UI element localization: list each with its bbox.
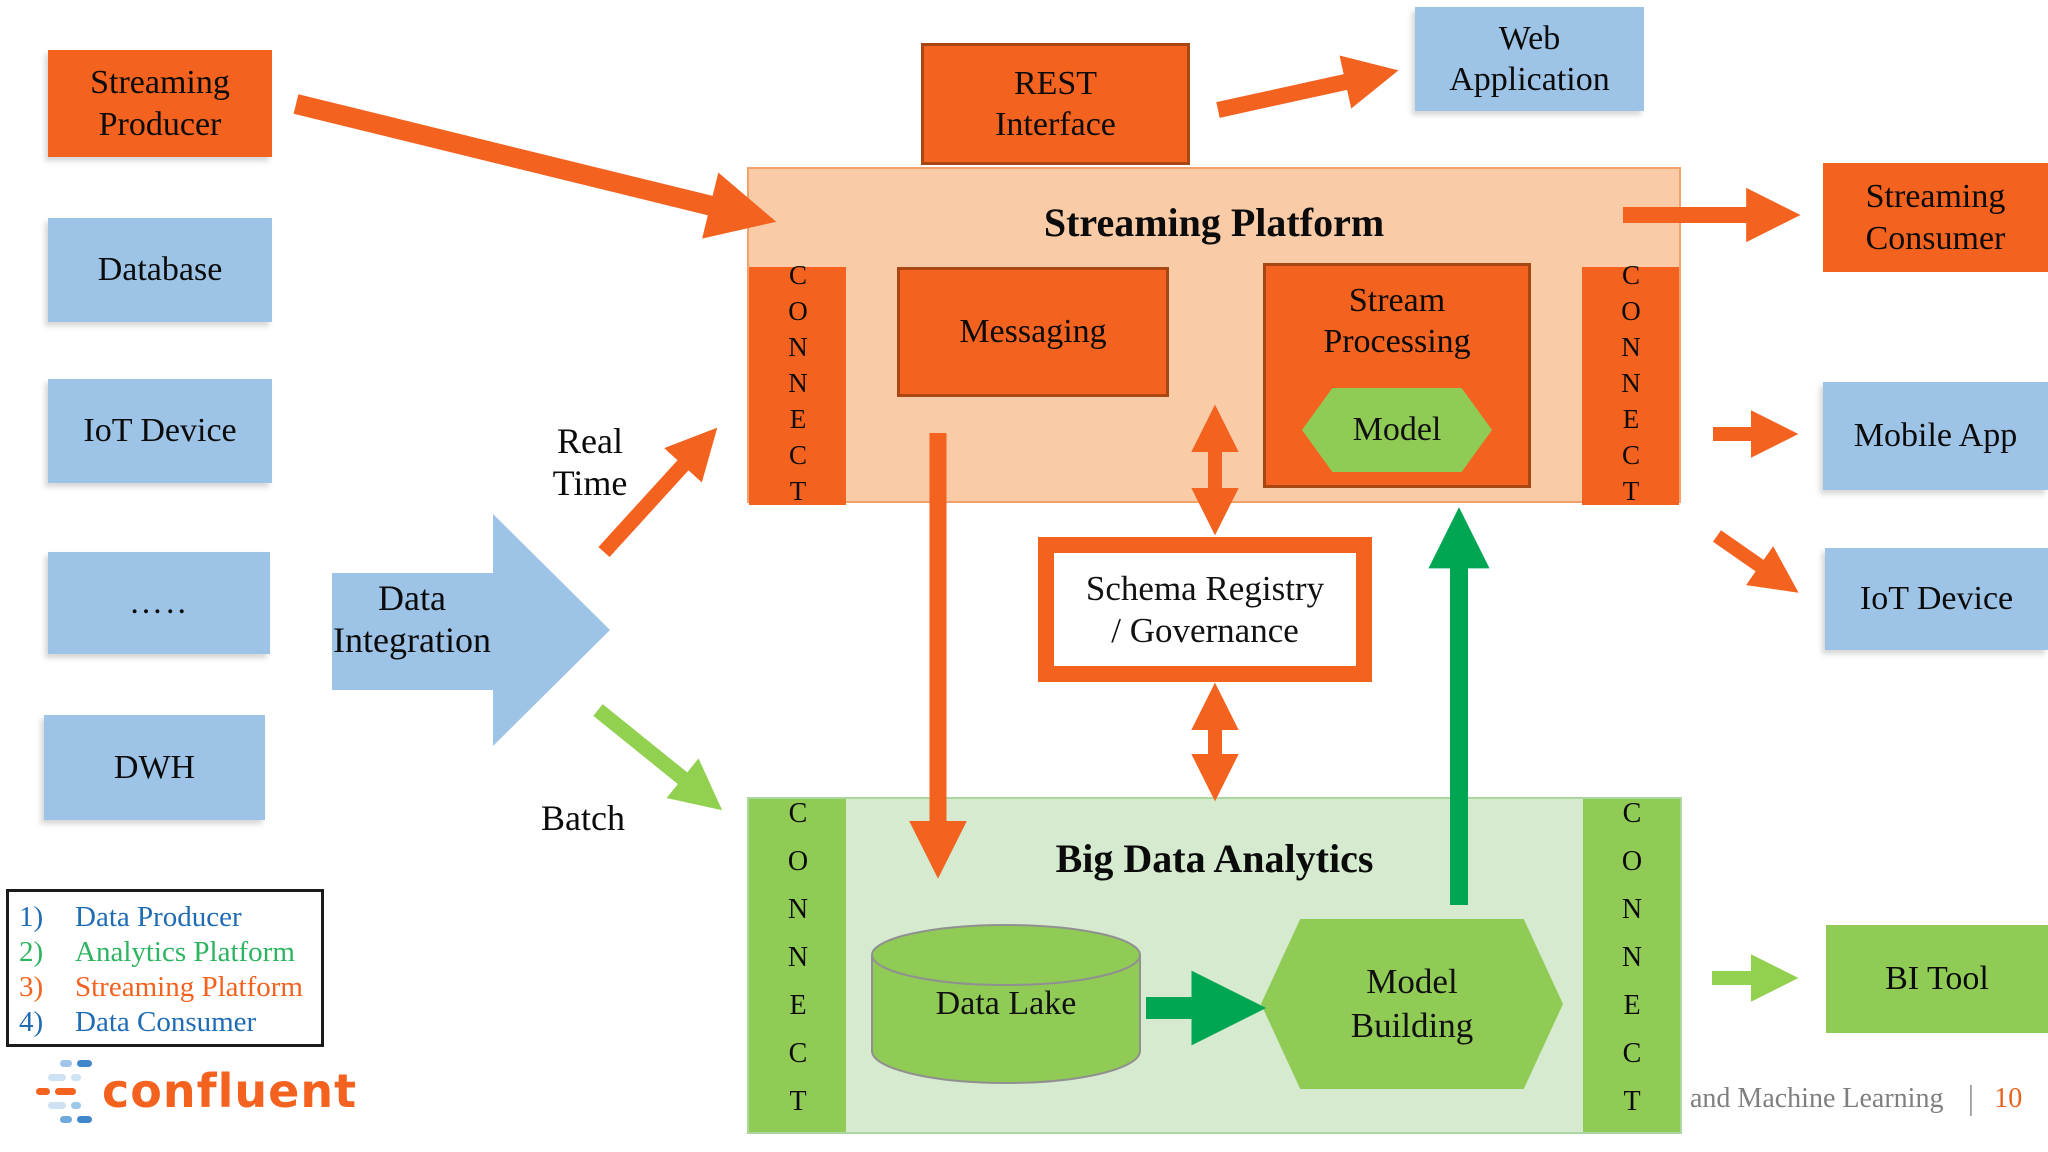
legend-label: Data Producer: [75, 901, 242, 933]
connect-bar-left: CONNECT: [749, 797, 846, 1134]
big-data-analytics-title: Big Data Analytics: [1055, 836, 1374, 881]
other-sources-box: …..: [48, 552, 270, 654]
stream-processing-box: Stream Processing: [1263, 263, 1531, 488]
web-application-box: Web Application: [1415, 7, 1644, 111]
streaming-platform-title: Streaming Platform: [1043, 200, 1385, 245]
data-integration-label: Data Integration: [333, 578, 491, 661]
data-lake-label: Data Lake: [935, 985, 1077, 1022]
model-hexagon: Model: [1302, 388, 1492, 472]
arrow-platform-to-iot-device: [1713, 530, 1799, 593]
footer-text: and Machine Learning: [1690, 1083, 1944, 1114]
schema-registry-line2: / Governance: [1111, 610, 1299, 650]
streaming-producer-label: Streaming Producer: [90, 64, 230, 143]
footer-page-number: 10: [1994, 1083, 2023, 1114]
iot-device-output-box: IoT Device: [1825, 548, 2048, 650]
legend-number: 4): [19, 1006, 44, 1038]
legend-row: 1) Data Producer: [19, 900, 321, 935]
connect-label: CONNECT: [782, 797, 814, 1134]
connect-bar-right: CONNECT: [1583, 797, 1680, 1134]
web-application-label: Web Application: [1449, 19, 1610, 98]
legend-label: Streaming Platform: [75, 971, 303, 1003]
schema-registry-line1: Schema Registry: [1085, 568, 1325, 608]
connect-bar-left: CONNECT: [749, 260, 846, 512]
model-label: Model: [1352, 411, 1442, 448]
data-integration-arrow: [332, 573, 493, 690]
database-label: Database: [97, 251, 223, 289]
confluent-logo-icon: [36, 1058, 96, 1124]
legend-row: 4) Data Consumer: [19, 1005, 321, 1040]
messaging-box: Messaging: [897, 267, 1169, 397]
schema-registry-box: Schema Registry / Governance: [1038, 537, 1372, 682]
other-sources-label: …..: [129, 584, 189, 622]
streaming-platform-zone: Streaming Platform CONNECT CONNECT Messa…: [747, 167, 1681, 512]
legend-row: 3) Streaming Platform: [19, 970, 321, 1005]
connect-label: CONNECT: [783, 260, 813, 512]
rest-interface-label: REST Interface: [995, 64, 1116, 143]
arrow-batch-to-bigdata: [593, 704, 723, 811]
real-time-label: Real Time: [552, 421, 628, 504]
model-building-label: Model Building: [1350, 962, 1474, 1045]
streaming-consumer-box: Streaming Consumer: [1823, 163, 2048, 272]
connect-label: CONNECT: [1616, 797, 1648, 1134]
arrow-producer-to-platform: [293, 94, 777, 239]
legend-number: 2): [19, 936, 44, 968]
footer-separator: |: [1967, 1080, 1975, 1117]
streaming-producer-box: Streaming Producer: [48, 50, 272, 157]
bi-tool-label: BI Tool: [1885, 960, 1989, 998]
footer: and Machine Learning | 10: [1690, 1080, 2022, 1118]
model-building-hexagon: Model Building: [1261, 919, 1563, 1089]
stream-processing-label: Stream Processing: [1323, 282, 1471, 361]
legend-row: 2) Analytics Platform: [19, 935, 321, 970]
mobile-app-label: Mobile App: [1853, 417, 2018, 455]
data-integration-arrow-head-icon: [493, 514, 610, 746]
iot-device-source-label: IoT Device: [83, 412, 237, 450]
mobile-app-box: Mobile App: [1823, 382, 2048, 490]
iot-device-output-label: IoT Device: [1859, 580, 2014, 618]
messaging-label: Messaging: [959, 313, 1107, 351]
dwh-box: DWH: [44, 715, 265, 820]
dwh-label: DWH: [113, 748, 196, 786]
streaming-consumer-label: Streaming Consumer: [1865, 178, 2006, 257]
legend-label: Analytics Platform: [75, 936, 295, 968]
legend-number: 3): [19, 971, 44, 1003]
confluent-logo: confluent: [36, 1058, 357, 1124]
iot-device-source-box: IoT Device: [48, 379, 272, 483]
legend-number: 1): [19, 901, 44, 933]
database-box: Database: [48, 218, 272, 322]
legend: 1) Data Producer 2) Analytics Platform 3…: [6, 889, 324, 1047]
bi-tool-box: BI Tool: [1826, 925, 2048, 1033]
connect-bar-right: CONNECT: [1582, 260, 1679, 512]
confluent-wordmark: confluent: [102, 1064, 358, 1118]
legend-label: Data Consumer: [75, 1006, 257, 1038]
batch-label: Batch: [541, 798, 625, 838]
arrow-rest-to-webapp: [1216, 55, 1399, 118]
connect-label: CONNECT: [1616, 260, 1646, 512]
rest-interface-box: REST Interface: [921, 43, 1190, 165]
data-lake-cylinder: [871, 924, 1141, 1084]
